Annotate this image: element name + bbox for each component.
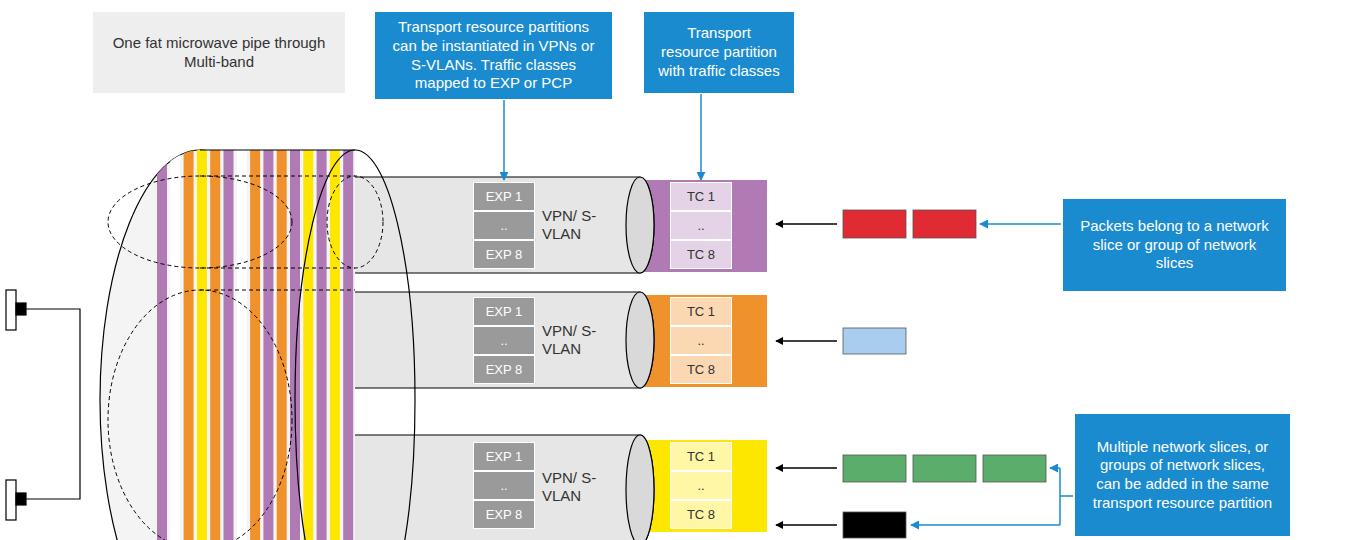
band-stripe xyxy=(277,140,287,540)
label-text: EXP 8 xyxy=(486,362,523,377)
vpn-pipe: VPN/ S-VLAN EXP 1.. EXP 8 xyxy=(470,437,630,537)
band-stripe xyxy=(224,140,234,540)
tc-cell: TC 1 xyxy=(670,442,732,471)
label-text: EXP 8 xyxy=(486,507,523,522)
band-stripe xyxy=(210,140,220,540)
band-stripe xyxy=(303,140,313,540)
pipe-face xyxy=(327,176,383,268)
multiband-pipe xyxy=(100,140,355,540)
tc-cell: TC 1 xyxy=(670,182,732,211)
tc-cell: .. xyxy=(670,326,732,355)
label-text: EXP 1 xyxy=(486,449,523,464)
band-stripe xyxy=(263,140,273,540)
label-text: TC 8 xyxy=(687,247,715,262)
tc-cell: TC 8 xyxy=(670,500,732,529)
label-text: EXP 1 xyxy=(486,189,523,204)
antenna xyxy=(6,290,80,520)
label-text: .. xyxy=(697,333,704,348)
exp-cell: EXP 1 xyxy=(473,182,535,211)
callout-box: Packets belong to a network slice or gro… xyxy=(1063,199,1286,291)
label-text: Multiple network slices, or groups of ne… xyxy=(1087,438,1278,513)
packet-arrow xyxy=(776,224,837,525)
exp-cell: EXP 8 xyxy=(473,355,535,384)
connector-arrow xyxy=(503,100,505,180)
band-stripe xyxy=(170,140,180,540)
label-text: TC 8 xyxy=(687,362,715,377)
label-text: .. xyxy=(500,478,507,493)
label-text: .. xyxy=(697,218,704,233)
label-text: One fat microwave pipe through Multi-ban… xyxy=(105,34,333,72)
exp-cell: .. xyxy=(473,471,535,500)
label-text: .. xyxy=(500,218,507,233)
callout-box: Transport resource partition with traffi… xyxy=(644,12,794,93)
callout-box: Multiple network slices, or groups of ne… xyxy=(1075,414,1290,536)
band-stripe xyxy=(317,140,327,540)
exp-cell: EXP 1 xyxy=(473,442,535,471)
label-text: EXP 8 xyxy=(486,247,523,262)
label-text: VPN/ S-VLAN xyxy=(542,207,604,243)
label-text: Transport resource partition with traffi… xyxy=(656,24,782,80)
packet xyxy=(843,210,1046,538)
exp-cell: .. xyxy=(473,211,535,240)
tc-cell: TC 1 xyxy=(670,297,732,326)
leader-line xyxy=(911,224,1073,525)
vpn-pipe: VPN/ S-VLAN EXP 1.. EXP 8 xyxy=(470,177,630,273)
label-text: .. xyxy=(500,333,507,348)
label-text: VPN/ S-VLAN xyxy=(542,469,604,505)
band-stripe xyxy=(237,140,247,540)
label-text: TC 8 xyxy=(687,507,715,522)
label-text: TC 1 xyxy=(687,449,715,464)
note-box: One fat microwave pipe through Multi-ban… xyxy=(93,12,345,93)
tc-cell: TC 8 xyxy=(670,355,732,384)
label-text: TC 1 xyxy=(687,304,715,319)
vpn-pipe: VPN/ S-VLAN EXP 1.. EXP 8 xyxy=(470,292,630,388)
tc-cell: .. xyxy=(670,471,732,500)
band-stripe xyxy=(157,140,167,540)
band-stripe xyxy=(330,140,340,540)
label-text: Transport resource partitions can be ins… xyxy=(387,18,600,93)
pipe-face xyxy=(295,150,415,540)
label-text: VPN/ S-VLAN xyxy=(542,322,604,358)
label-text: TC 1 xyxy=(687,189,715,204)
band-stripe xyxy=(343,140,353,540)
pipe-face xyxy=(200,176,355,290)
band-stripe xyxy=(250,140,260,540)
exp-cell: .. xyxy=(473,326,535,355)
callout-box: Transport resource partitions can be ins… xyxy=(375,12,612,99)
exp-cell: EXP 1 xyxy=(473,297,535,326)
exp-cell: EXP 8 xyxy=(473,240,535,269)
tc-cell: .. xyxy=(670,211,732,240)
connector-arrow xyxy=(700,94,702,180)
band-stripe xyxy=(197,140,207,540)
label-text: .. xyxy=(697,478,704,493)
label-text: Packets belong to a network slice or gro… xyxy=(1075,217,1274,273)
tc-cell: TC 8 xyxy=(670,240,732,269)
exp-cell: EXP 8 xyxy=(473,500,535,529)
label-text: EXP 1 xyxy=(486,304,523,319)
band-stripe xyxy=(184,140,194,540)
